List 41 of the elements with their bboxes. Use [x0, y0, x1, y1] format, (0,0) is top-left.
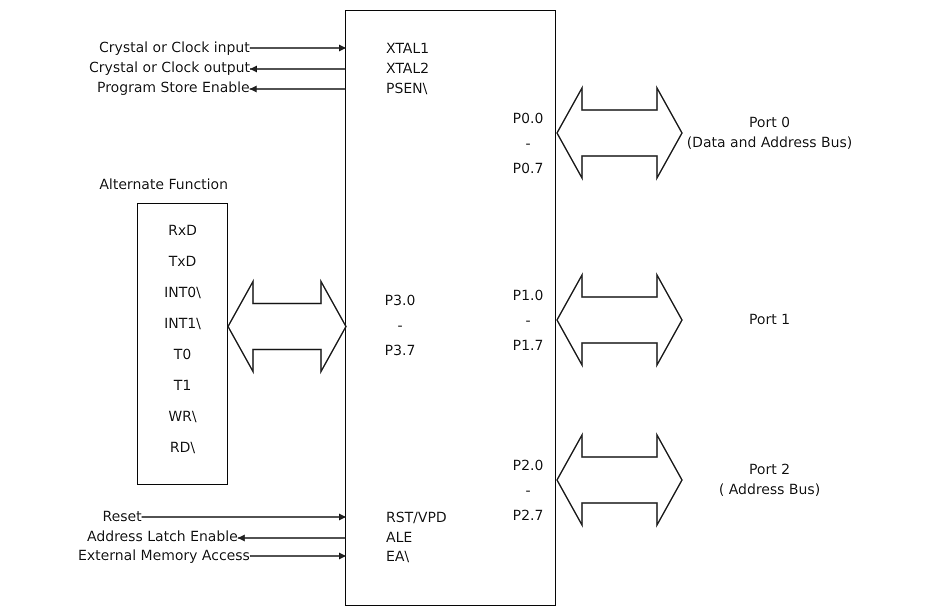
pin-label: XTAL1	[346, 39, 456, 59]
signal-name: INT1\	[163, 315, 202, 334]
signal-label: Address Latch Enable	[87, 527, 238, 547]
double-arrow	[227, 278, 347, 374]
signal-name: T1	[172, 377, 192, 396]
pin-range-label: P2.0 - P2.7	[501, 454, 557, 529]
signal-label: Crystal or Clock input	[99, 38, 250, 58]
signal-label: External Memory Access	[78, 546, 250, 566]
signal-label: Reset	[102, 507, 142, 527]
chip-outline	[345, 10, 556, 606]
arrow	[238, 534, 346, 542]
port-label: Port 2	[748, 461, 792, 480]
arrow	[250, 66, 346, 72]
signal-name: RxD	[167, 222, 198, 241]
pin-label: ALE	[346, 528, 456, 548]
port-label: (Data and Address Bus)	[686, 134, 854, 153]
arrow	[142, 514, 346, 520]
port-label: Port 0	[748, 114, 792, 133]
signal-name: RD\	[168, 439, 196, 458]
port-label: ( Address Bus)	[718, 481, 822, 500]
signal-label: Program Store Enable	[97, 78, 250, 98]
pin-range-label: P0.0 - P0.7	[501, 107, 557, 182]
double-arrow	[556, 272, 683, 368]
pin-label: PSEN\	[346, 79, 456, 99]
signal-label: Crystal or Clock output	[89, 58, 250, 78]
group-heading: Alternate Function	[98, 176, 228, 195]
pin-label: EA\	[346, 547, 456, 567]
double-arrow	[556, 85, 683, 181]
arrow	[250, 86, 346, 92]
pin-label: XTAL2	[346, 59, 456, 79]
port-label: Port 1	[748, 311, 792, 330]
signal-name: INT0\	[163, 284, 202, 303]
signal-name: TxD	[168, 253, 198, 272]
pin-range-label: P3.0 - P3.7	[346, 289, 426, 364]
pin-range-label: P1.0 - P1.7	[501, 284, 557, 359]
signal-name: WR\	[167, 408, 198, 427]
pin-label: RST/VPD	[346, 508, 456, 528]
signal-name: T0	[172, 346, 192, 365]
arrow	[250, 44, 346, 52]
arrow	[250, 552, 346, 560]
double-arrow	[556, 432, 683, 528]
